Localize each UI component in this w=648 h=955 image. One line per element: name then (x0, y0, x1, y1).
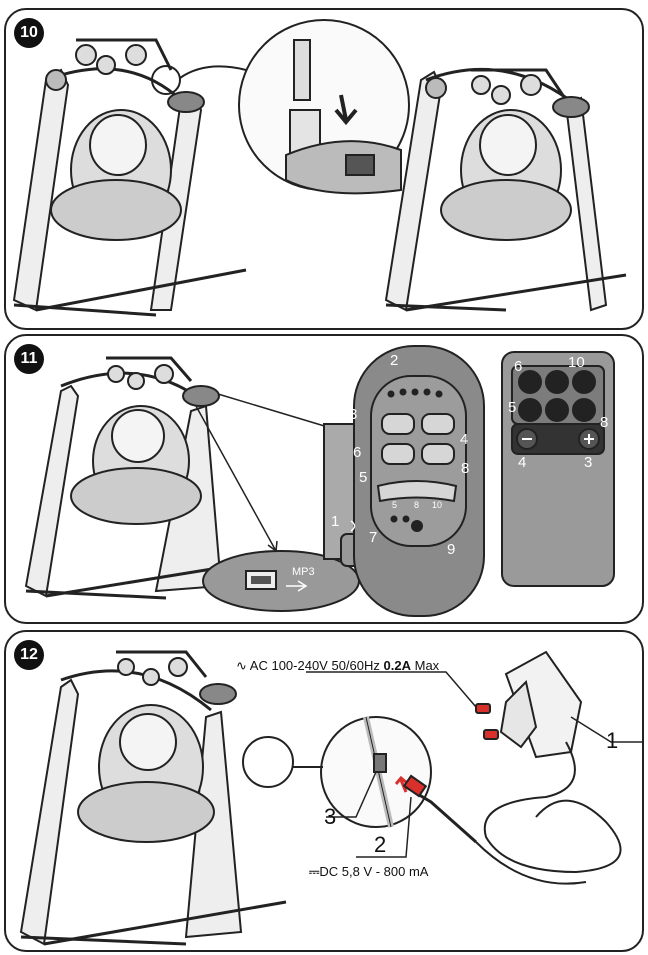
power-adapter (306, 650, 642, 885)
remote-callout-10: 10 (568, 354, 585, 371)
dc-spec-text: DC 5,8 V - 800 mA (319, 864, 429, 879)
remote-callout-8: 8 (600, 414, 609, 431)
remote-callout-5: 5 (508, 399, 517, 416)
ac-spec: ∿ AC 100-240V 50/60Hz 0.2A Max (236, 658, 440, 673)
remote-callout-6: 6 (514, 358, 523, 375)
callout-3: 3 (349, 406, 358, 423)
step-number-badge: 10 (14, 18, 44, 48)
dial-tick-5: 5 (392, 500, 398, 510)
callout-9: 9 (447, 541, 456, 558)
callout-5: 5 (359, 469, 368, 486)
swing-power (19, 650, 294, 946)
remote-callout-4: 4 (518, 454, 527, 471)
step-11-panel: 11 (4, 334, 644, 624)
dc-spec: ⎓DC 5,8 V - 800 mA (309, 864, 429, 879)
step-10-panel: 10 (4, 8, 644, 330)
callout-2: 2 (374, 832, 387, 857)
callout-4: 4 (460, 431, 469, 448)
callout-2: 2 (390, 352, 399, 369)
ac-spec-current: 0.2A (383, 658, 411, 673)
ac-spec-prefix: AC 100-240V 50/60Hz (249, 658, 380, 673)
tube-insert-zoom (151, 19, 410, 195)
ac-spec-suffix: Max (414, 658, 440, 673)
power-connection-illustration (19, 650, 642, 946)
swing-assembly-illustration (12, 19, 627, 317)
step-number-badge: 12 (14, 640, 44, 670)
callout-8: 8 (461, 460, 470, 477)
dial-tick-8: 8 (414, 500, 420, 510)
dial-tick-10: 10 (432, 500, 443, 510)
controls-illustration (24, 345, 615, 617)
remote-control (501, 351, 615, 587)
step-12-panel: 12 (4, 630, 644, 952)
swing-right-assembled (384, 67, 627, 312)
usb-port-label: MP3 (292, 566, 315, 578)
control-unit (323, 345, 485, 617)
callout-6: 6 (353, 444, 362, 461)
step-number-badge: 11 (14, 344, 44, 374)
socket-zoom (293, 716, 477, 858)
swing-with-controls (24, 356, 342, 600)
swing-left (12, 38, 247, 317)
remote-callout-3: 3 (584, 454, 593, 471)
callout-7: 7 (369, 529, 378, 546)
callout-1: 1 (331, 513, 340, 530)
callout-1: 1 (606, 728, 619, 753)
callout-3: 3 (324, 804, 337, 829)
